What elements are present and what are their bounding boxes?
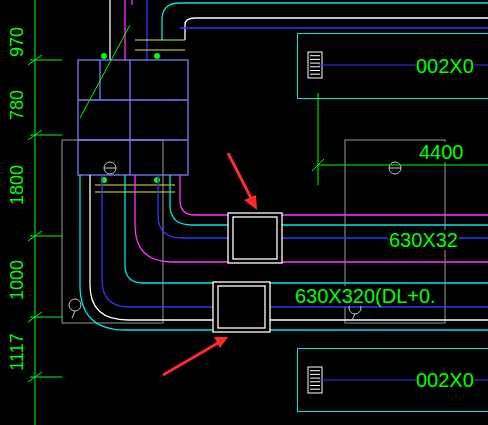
dimension-text: 1117: [8, 332, 26, 371]
supply-duct: [135, 175, 488, 262]
grille-bar: [310, 55, 320, 56]
diffuser-box: 002X0: [297, 348, 488, 412]
dimension-text: 780: [8, 89, 26, 121]
diffuser-box: 002X0: [297, 33, 488, 99]
grille-bar: [310, 381, 320, 382]
damper-symbol: [213, 213, 282, 332]
duct-size: 002X0: [416, 370, 474, 390]
dimension-line: [28, 0, 488, 425]
grille-bar: [310, 63, 320, 64]
grille-bar: [310, 389, 320, 390]
grille-bar: [310, 385, 320, 386]
duct-label: 630X320(DL+0.: [294, 286, 437, 306]
grille-bar: [310, 370, 320, 371]
grille-bar: [310, 378, 320, 379]
grille-bar: [310, 74, 320, 75]
flex-joint-dot: [101, 53, 160, 183]
leader-line: [80, 25, 130, 118]
branch-line: [318, 65, 488, 380]
grille-bar: [310, 374, 320, 375]
duct-label: 4400: [418, 142, 465, 162]
return-duct: [80, 175, 488, 330]
grille-bar: [310, 56, 320, 390]
grille-bar: [310, 66, 320, 67]
connection-mark: [95, 40, 185, 192]
dimension-text: 970: [8, 26, 26, 58]
callout-arrow: [163, 153, 257, 375]
grille-bar: [310, 59, 320, 60]
duct-size: 002X0: [416, 56, 474, 76]
dimension-text: 1800: [8, 164, 26, 206]
grille-symbol: [308, 52, 322, 393]
upper-duct: [110, 0, 488, 60]
grille-bar: [310, 70, 320, 71]
dimension-text: 1000: [8, 259, 26, 301]
duct-label: 630X32: [388, 230, 459, 250]
fan-coil-unit: [78, 60, 188, 175]
